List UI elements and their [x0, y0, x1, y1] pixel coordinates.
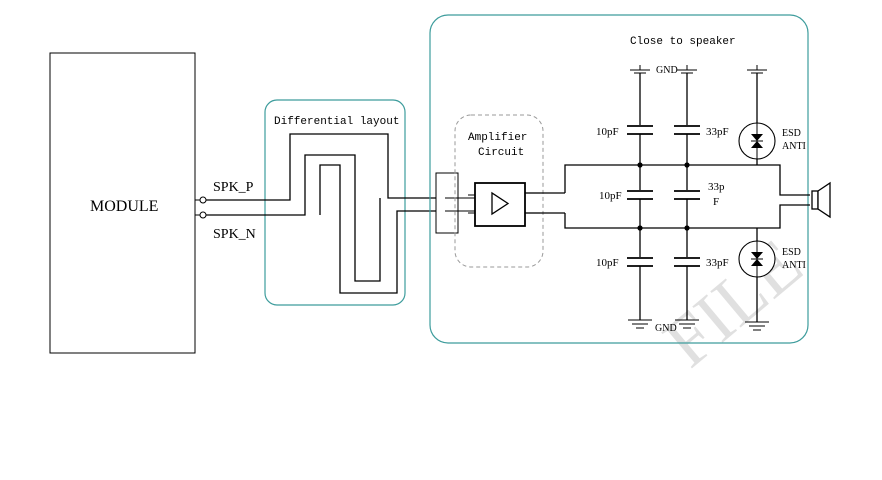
- capacitor-mid-right: [674, 190, 700, 200]
- esd-label-top-line2: ANTI: [782, 141, 806, 152]
- esd-label-bottom-line1: ESD: [782, 247, 801, 258]
- pin-spk-p: [199, 196, 207, 204]
- ground-bottom-right-icon: [675, 319, 699, 329]
- amplifier-region: [454, 114, 544, 268]
- amplifier-triangle-icon: [491, 191, 510, 216]
- amplifier-label-line2: Circuit: [478, 147, 524, 159]
- pin-label-spk-p: SPK_P: [213, 180, 254, 195]
- esd-label-top-line1: ESD: [782, 128, 801, 139]
- capacitor-label-top-right: 33pF: [706, 126, 729, 138]
- capacitor-label-bottom-left: 10pF: [596, 257, 619, 269]
- speaker-zone-label: Close to speaker: [630, 36, 736, 48]
- esd-diode-bottom-icon: [738, 240, 776, 278]
- differential-layout-label: Differential layout: [274, 116, 399, 128]
- esd-diode-top-icon: [738, 122, 776, 160]
- trace-spk-p: [206, 133, 445, 201]
- ground-top-left-icon: [630, 65, 650, 74]
- ground-label-bottom: GND: [655, 323, 677, 334]
- capacitor-top-left: [627, 125, 653, 135]
- speaker-icon: [811, 190, 819, 210]
- capacitor-label-mid-right-1: 33p: [708, 181, 725, 193]
- ground-bottom-left-icon: [628, 319, 652, 329]
- ground-top-right-icon: [677, 65, 697, 74]
- capacitor-top-right: [674, 125, 700, 135]
- capacitor-label-bottom-right: 33pF: [706, 257, 729, 269]
- output-rail-top: [564, 164, 810, 196]
- ground-label-top: GND: [656, 65, 678, 76]
- trace-spk-n: [339, 210, 445, 294]
- capacitor-label-mid-right-2: F: [713, 196, 719, 208]
- capacitor-label-top-left: 10pF: [596, 126, 619, 138]
- pin-label-spk-n: SPK_N: [213, 227, 256, 242]
- module-label: MODULE: [90, 198, 158, 215]
- ground-bottom-esd-icon: [745, 321, 769, 331]
- trace-connector: [435, 172, 459, 234]
- capacitor-bottom-left: [627, 257, 653, 267]
- output-rail-bottom: [564, 204, 810, 229]
- ground-top-esd-icon: [747, 65, 767, 74]
- capacitor-bottom-right: [674, 257, 700, 267]
- capacitor-mid-left: [627, 190, 653, 200]
- trace-spk-n-inner: [319, 164, 341, 283]
- pin-spk-n: [199, 211, 207, 219]
- module-box: [49, 52, 196, 354]
- trace-spk-p-inner: [206, 154, 381, 282]
- speaker-zone-region: [429, 14, 809, 344]
- esd-label-bottom-line2: ANTI: [782, 260, 806, 271]
- amplifier-label-line1: Amplifier: [468, 132, 527, 144]
- capacitor-label-mid-left: 10pF: [599, 190, 622, 202]
- speaker-cone-icon: [817, 181, 831, 219]
- differential-layout-region: [264, 99, 406, 306]
